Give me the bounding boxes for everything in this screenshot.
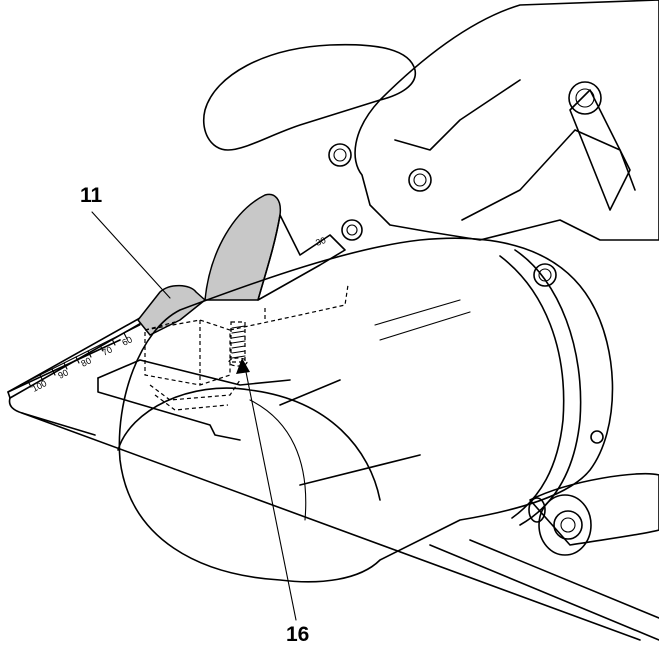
leader-lines — [91, 211, 297, 621]
knob-top — [568, 81, 602, 115]
hidden-insert — [144, 284, 349, 411]
screw-2 — [408, 168, 432, 192]
leader-16 — [245, 371, 297, 621]
arrow-16 — [236, 358, 250, 374]
scale-mark-90: 90 — [56, 367, 69, 380]
screw-1 — [328, 143, 352, 167]
callout-label-11: 11 — [80, 184, 103, 207]
blade-guard: 30 — [204, 193, 346, 301]
small-screw — [590, 430, 604, 444]
base-plate — [7, 317, 659, 641]
leader-11 — [91, 211, 171, 299]
guard-mark: 30 — [314, 235, 327, 248]
scale-mark-70: 70 — [100, 344, 113, 357]
scale-mark-80: 80 — [79, 355, 92, 368]
callout-label-16: 16 — [286, 623, 310, 646]
base-step — [97, 359, 291, 441]
scale-mark-60: 60 — [120, 334, 133, 347]
screw-4 — [533, 263, 557, 287]
part-16-spring — [228, 321, 248, 367]
motor-housing — [117, 237, 614, 583]
screw-3 — [341, 219, 363, 241]
part-11-guide — [137, 284, 206, 336]
handle — [203, 0, 659, 241]
angle-scale: 100 90 80 70 60 — [19, 324, 141, 394]
front-knob — [528, 472, 659, 556]
